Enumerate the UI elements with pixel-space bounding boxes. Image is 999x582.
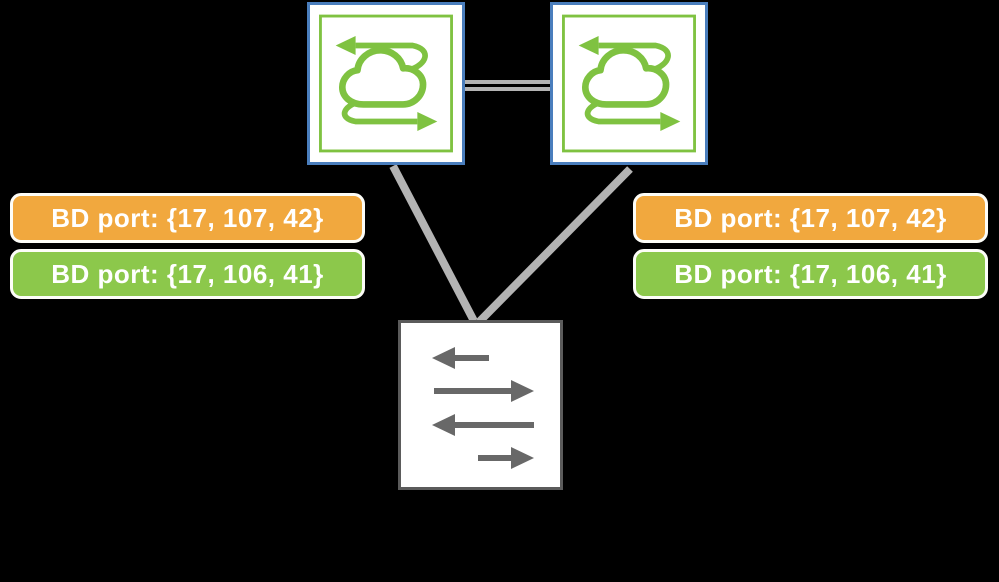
link-cloud-left-to-cloud-right <box>465 80 550 91</box>
cloud-sync-icon <box>562 14 696 153</box>
bd-port-label-left-green: BD port: {17, 106, 41} <box>10 249 365 299</box>
cloud-node-right <box>550 2 708 165</box>
link-cloud-left-to-switch <box>389 164 478 323</box>
bd-port-label-left-orange: BD port: {17, 107, 42} <box>10 193 365 243</box>
switch-node <box>398 320 563 490</box>
cloud-node-left <box>307 2 465 165</box>
bidirectional-arrows-icon <box>432 347 534 469</box>
bd-port-label-right-orange: BD port: {17, 107, 42} <box>633 193 988 243</box>
link-cloud-right-to-switch <box>476 166 633 325</box>
bd-port-label-right-green: BD port: {17, 106, 41} <box>633 249 988 299</box>
cloud-sync-icon <box>319 14 453 153</box>
